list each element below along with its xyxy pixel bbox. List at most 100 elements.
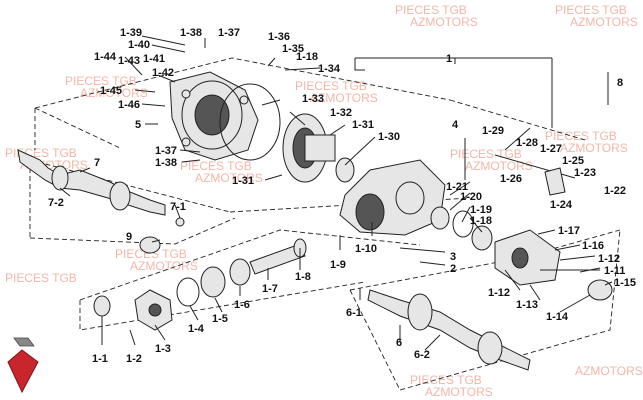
ring-gear (282, 113, 336, 183)
leader-lines (59, 35, 613, 351)
part-label: 1-20 (460, 191, 482, 203)
brand-logo (7, 337, 39, 394)
watermark: PIECES TGB (65, 74, 137, 88)
o-ring (176, 277, 200, 307)
part-label: 6 (396, 337, 402, 349)
watermark: PIECES TGB (295, 79, 367, 93)
part-label: 1-3 (155, 343, 171, 355)
part-label: 1-26 (500, 173, 522, 185)
part-label: 1-28 (516, 137, 538, 149)
part-label: 2 (450, 263, 456, 275)
cover-plate (134, 289, 173, 331)
seal (430, 206, 450, 230)
part-label: 1-37 (155, 145, 177, 157)
part-label: 1-16 (582, 240, 604, 252)
part-label: 6-2 (414, 349, 430, 361)
part-label: 1-12 (488, 287, 510, 299)
watermark: AZMOTORS (575, 364, 643, 378)
part-label: 1-38 (180, 27, 202, 39)
part-label: 1-45 (100, 85, 122, 97)
watermark: PIECES TGB (545, 129, 617, 143)
shift-fork (494, 154, 576, 196)
watermark: AZMOTORS (80, 86, 148, 100)
part-label: 1-4 (188, 323, 205, 335)
watermark: AZMOTORS (560, 141, 628, 155)
pinion-shaft (249, 238, 307, 275)
part-label: 1-9 (330, 259, 346, 271)
bearing (200, 266, 226, 298)
part-label: 1-37 (218, 27, 240, 39)
part-label: 1-36 (268, 31, 290, 43)
watermark: PIECES TGB (115, 247, 187, 261)
watermark: AZMOTORS (570, 15, 638, 29)
part-label: 7-1 (170, 201, 186, 213)
part-label: 1-5 (212, 313, 228, 325)
part-label: 1-22 (604, 185, 626, 197)
part-label: 1-17 (558, 225, 580, 237)
part-label: 1-19 (470, 204, 492, 216)
o-ring (452, 210, 474, 238)
part-label: 3 (450, 251, 456, 263)
part-label: 1-6 (234, 299, 250, 311)
part-label: 1-43 (118, 55, 140, 67)
part-label: 7 (94, 157, 100, 169)
part-label: 1 (446, 53, 452, 65)
part-label: 1-24 (550, 199, 573, 211)
part-label: 1-14 (546, 311, 569, 323)
part-label: 1-39 (120, 27, 142, 39)
part-label: 1-31 (232, 175, 254, 187)
main-gear-housing (339, 159, 446, 236)
part-label: 1-10 (355, 243, 377, 255)
assembly-bracket-1 (354, 57, 553, 128)
watermark: AZMOTORS (410, 15, 478, 29)
gear-case-cover (169, 71, 259, 161)
part-label: 1-23 (574, 167, 596, 179)
part-label: 1-31 (352, 119, 374, 131)
watermark: PIECES TGB (5, 271, 77, 285)
bearing (471, 225, 493, 251)
watermark: PIECES TGB (180, 159, 252, 173)
watermark: PIECES TGB (410, 373, 482, 387)
part-label: 1-8 (295, 271, 311, 283)
part-label: 1-2 (126, 353, 142, 365)
bearing (229, 258, 251, 286)
part-label: 6-1 (346, 307, 362, 319)
bearing (335, 157, 355, 183)
part-label: 1-40 (128, 39, 150, 51)
part-label: 1-11 (604, 265, 625, 277)
watermark: PIECES TGB (395, 3, 467, 17)
part-label: 1-34 (318, 63, 341, 75)
part-label: 1-46 (118, 99, 140, 111)
bushing (139, 236, 161, 254)
part-label: 1-42 (152, 67, 174, 79)
part-label: 1-7 (262, 283, 278, 295)
part-label: 1-30 (378, 131, 400, 143)
part-label: 1-44 (94, 51, 117, 63)
drive-shaft-7 (17, 149, 185, 227)
part-label: 1-18 (296, 51, 318, 63)
seal (93, 295, 111, 317)
part-label: 5 (135, 119, 141, 131)
part-label: 1-25 (562, 155, 584, 167)
o-ring (219, 83, 281, 161)
watermark: AZMOTORS (465, 159, 533, 173)
part-label: 1-21 (446, 181, 468, 193)
part-label: 1-35 (282, 43, 304, 55)
watermark-layer: PIECES TGB AZMOTORS PIECES TGB AZMOTORS … (5, 3, 643, 399)
part-label: 1-38 (155, 157, 177, 169)
part-label: 1-12 (598, 253, 620, 265)
part-label: 4 (452, 119, 459, 131)
part-label: 1-18 (470, 215, 492, 227)
part-label: 7-2 (48, 197, 64, 209)
watermark: PIECES TGB (555, 3, 627, 17)
part-label: 8 (617, 77, 623, 89)
part-label: 1-29 (482, 125, 504, 137)
part-label: 1-41 (143, 53, 165, 65)
watermark: AZMOTORS (195, 171, 263, 185)
watermark: AZMOTORS (425, 385, 493, 399)
part-label: 9 (126, 231, 132, 243)
part-labels: 1-39 1-40 1-41 1-42 1-38 1-37 1-36 1-35 … (48, 27, 636, 365)
part-label: 1-32 (330, 107, 352, 119)
